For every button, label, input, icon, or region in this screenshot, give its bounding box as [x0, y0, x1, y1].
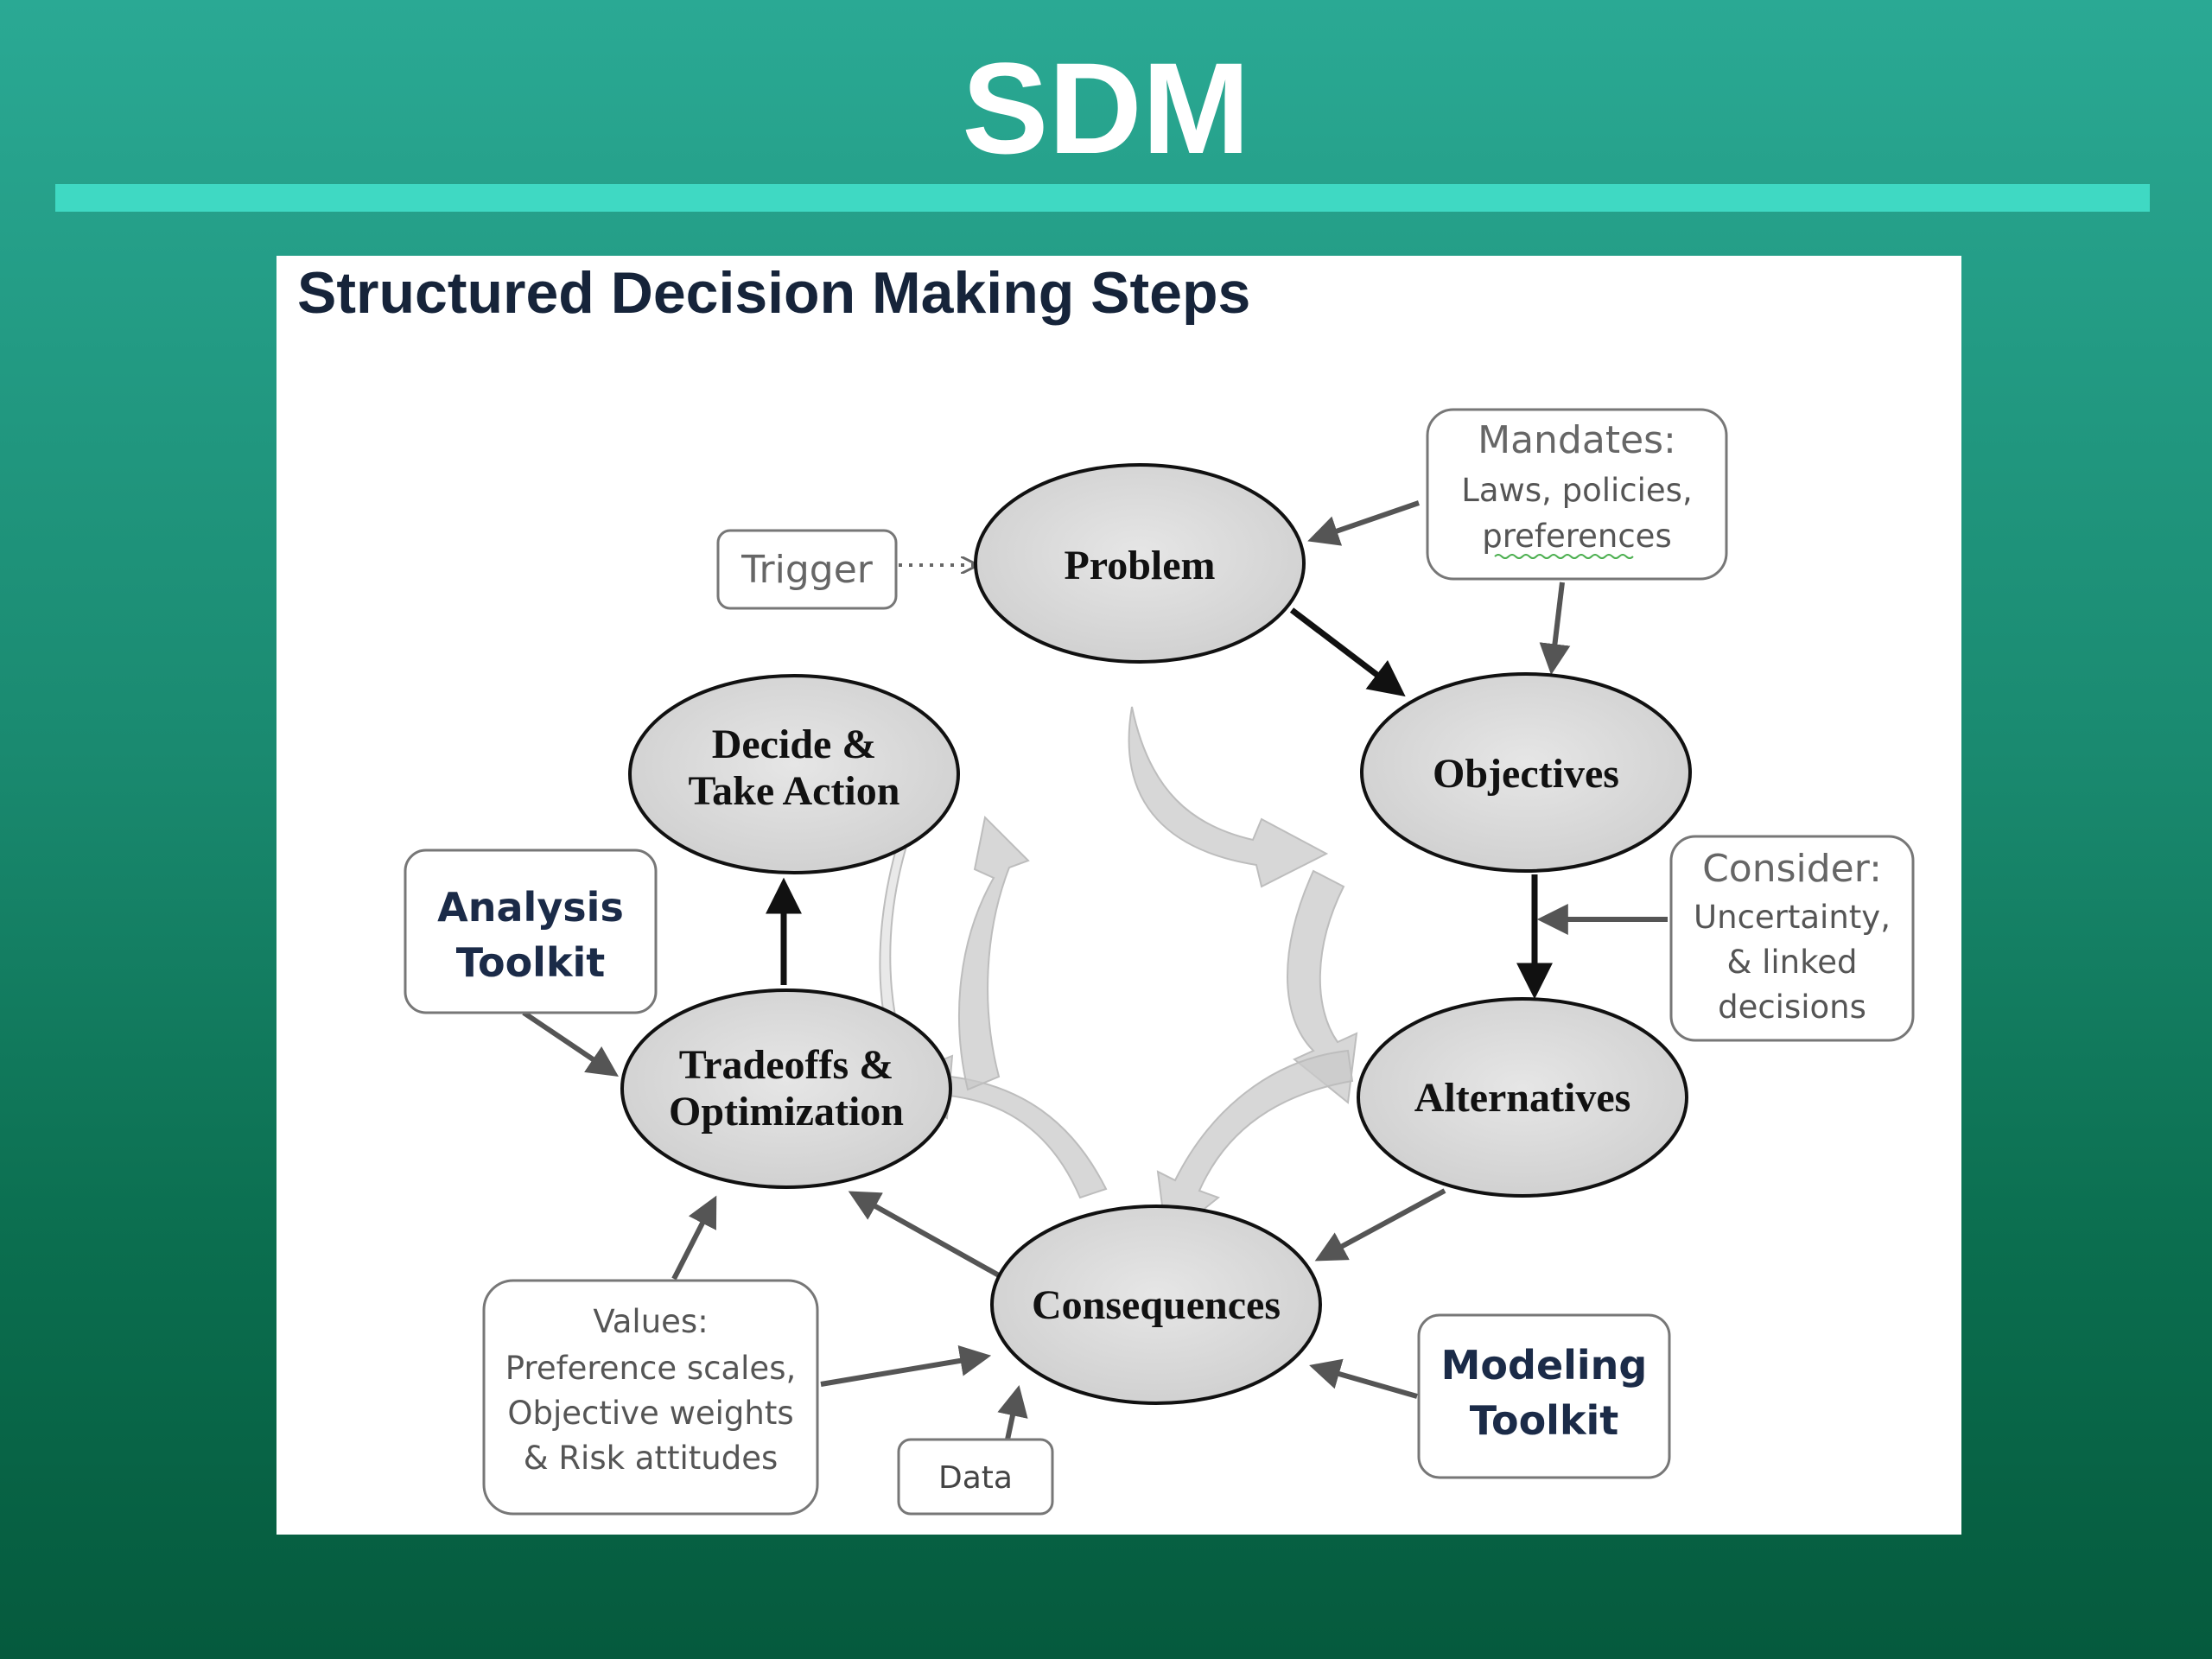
box-consider-line-3: & linked	[1727, 944, 1858, 981]
box-analysis-toolkit: Analysis Toolkit	[404, 849, 658, 1014]
arrow-values-to-consequences	[820, 1345, 992, 1387]
box-values-line-2: Preference scales,	[505, 1350, 796, 1387]
arrow-consequences-to-tradeoffs	[848, 1191, 1001, 1278]
box-values: Values: Preference scales, Objective wei…	[482, 1279, 819, 1516]
box-data: Data	[897, 1438, 1054, 1516]
box-analysis-line-1: Analysis	[437, 884, 624, 931]
box-consider-line-4: decisions	[1718, 988, 1866, 1026]
diagram-heading: Structured Decision Making Steps	[297, 260, 1250, 326]
box-values-line-3: Objective weights	[507, 1395, 793, 1432]
box-mandates-line-2: Laws, policies,	[1461, 472, 1692, 509]
arrow-mandates-to-problem	[1307, 500, 1420, 546]
node-problem-label: Problem	[1064, 543, 1215, 588]
box-modeling-line-2: Toolkit	[1470, 1397, 1619, 1444]
box-consider: Consider: Uncertainty, & linked decision…	[1669, 835, 1915, 1042]
node-decide-label-1: Decide &	[712, 721, 877, 767]
node-objectives-label: Objectives	[1433, 751, 1619, 797]
box-analysis-line-2: Toolkit	[456, 939, 606, 986]
node-decide: Decide & Take Action	[628, 674, 960, 874]
node-consequences: Consequences	[990, 1205, 1322, 1405]
node-problem: Problem	[974, 463, 1306, 664]
box-mandates-line-3: preferences	[1482, 518, 1671, 555]
box-trigger: Trigger	[716, 529, 898, 610]
arrow-analysis-to-tradeoffs	[522, 1010, 619, 1077]
arrow-modeling-to-consequences	[1309, 1358, 1418, 1399]
arrow-mandates-to-objectives	[1539, 582, 1571, 676]
box-values-line-1: Values:	[593, 1303, 708, 1340]
node-decide-label-2: Take Action	[689, 768, 900, 814]
node-tradeoffs-label-2: Optimization	[669, 1089, 904, 1135]
box-data-text: Data	[938, 1460, 1013, 1496]
box-values-line-4: & Risk attitudes	[524, 1440, 779, 1477]
node-objectives: Objectives	[1360, 672, 1692, 873]
node-alternatives-label: Alternatives	[1414, 1075, 1631, 1121]
input-arrows	[522, 500, 1668, 1440]
box-trigger-text: Trigger	[741, 548, 874, 592]
box-mandates: Mandates: Laws, policies, preferences	[1426, 408, 1728, 581]
main-flow-arrows	[766, 607, 1553, 1000]
box-modeling-toolkit: Modeling Toolkit	[1417, 1313, 1671, 1479]
node-alternatives: Alternatives	[1357, 997, 1688, 1198]
node-tradeoffs-label-1: Tradeoffs &	[679, 1042, 893, 1088]
spellcheck-underline	[1494, 554, 1634, 559]
box-modeling-line-1: Modeling	[1441, 1342, 1648, 1389]
box-mandates-line-1: Mandates:	[1478, 418, 1676, 462]
title-divider	[55, 184, 2150, 212]
node-consequences-label: Consequences	[1032, 1282, 1281, 1328]
arrow-data-to-consequences	[997, 1384, 1028, 1440]
box-consider-line-1: Consider:	[1702, 847, 1882, 891]
diagram-panel: Structured Decision Making Steps	[276, 256, 1961, 1535]
arrow-alternatives-to-consequences	[1314, 1188, 1446, 1262]
box-consider-line-2: Uncertainty,	[1694, 899, 1891, 936]
sdm-diagram: Structured Decision Making Steps	[297, 260, 1915, 1516]
slide-title: SDM	[962, 35, 1250, 181]
arrow-problem-to-objectives	[1289, 607, 1406, 697]
node-tradeoffs: Tradeoffs & Optimization	[620, 988, 952, 1189]
arrow-values-to-tradeoffs	[671, 1195, 717, 1281]
